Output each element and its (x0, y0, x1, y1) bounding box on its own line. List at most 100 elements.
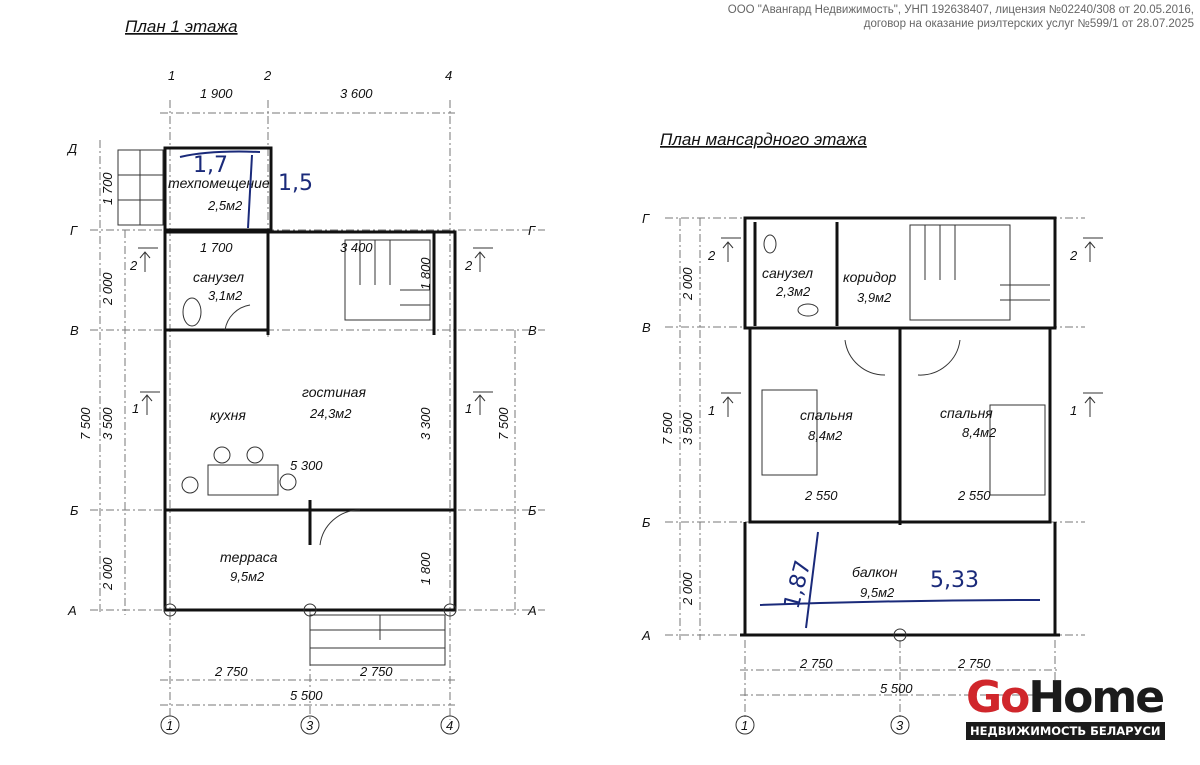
dimension: 2 750 (799, 656, 833, 671)
logo-wordmark: GoHome (966, 676, 1165, 720)
dimension: 5 300 (290, 458, 323, 473)
dimension: 5 500 (290, 688, 323, 703)
room-name: техпомещение (168, 175, 270, 191)
handwritten-measure-lines (759, 531, 1041, 629)
axis-label: 1 (168, 68, 175, 83)
section-arrow-icon (721, 237, 741, 262)
license-text: ООО "Авангард Недвижимость", УНП 1926384… (728, 3, 1194, 31)
dimension: 2 750 (957, 656, 991, 671)
axis-label: В (70, 323, 79, 338)
dimension: 2 000 (680, 267, 695, 301)
axis-label: 2 (263, 68, 272, 83)
dimension: 3 300 (418, 407, 433, 440)
axis-label: 4 (445, 68, 452, 83)
room-name: санузел (762, 265, 813, 281)
section-arrow-icon (140, 391, 160, 415)
dimension: 7 500 (496, 407, 511, 440)
room-area: 8,4м2 (962, 425, 997, 440)
axis-label: А (527, 603, 537, 618)
axis-label: Г (70, 223, 78, 238)
floor2-title: План мансардного этажа (660, 130, 867, 149)
dimension: 2 550 (804, 488, 838, 503)
room-area: 2,3м2 (775, 284, 811, 299)
section-arrow-icon (138, 247, 158, 272)
license-line-1: ООО "Авангард Недвижимость", УНП 1926384… (727, 4, 1194, 16)
axis-label: 4 (446, 718, 453, 733)
room-area: 9,5м2 (230, 569, 265, 584)
floor1-walls (117, 146, 457, 666)
axis-label: Д (66, 141, 77, 156)
dimension: 3 500 (100, 407, 115, 440)
room-area: 3,9м2 (857, 290, 892, 305)
room-name: балкон (852, 564, 898, 580)
axis-label: 1 (741, 718, 748, 733)
dimension: 3 500 (680, 412, 695, 445)
floor2-plan: План мансардного этажа (641, 130, 1103, 735)
section-mark: 2 (1069, 248, 1078, 263)
section-mark: 1 (708, 403, 715, 418)
dimension: 3 400 (340, 240, 373, 255)
section-mark: 1 (465, 401, 472, 416)
room-name: спальня (800, 407, 853, 423)
section-arrow-icon (1083, 392, 1103, 417)
handwritten-width: 1,7 (193, 153, 228, 178)
floor2-walls (740, 216, 1060, 642)
section-mark: 2 (129, 258, 138, 273)
room-name: терраса (220, 549, 278, 565)
dimension: 3 600 (340, 86, 373, 101)
section-mark: 2 (707, 248, 716, 263)
axis-label: Б (70, 503, 79, 518)
license-line-2: договор на оказание риэлтерских услуг №5… (863, 18, 1194, 30)
dimension: 7 500 (660, 412, 675, 445)
section-arrow-icon (473, 247, 493, 272)
dimension: 1 900 (200, 86, 233, 101)
axis-label: В (642, 320, 651, 335)
axis-label: Г (528, 223, 536, 238)
logo-home: Home (1028, 672, 1165, 723)
axis-label: Г (642, 211, 650, 226)
room-area: 2,5м2 (207, 198, 243, 213)
axis-label: 3 (896, 718, 904, 733)
axis-label: А (67, 603, 77, 618)
section-mark: 2 (464, 258, 473, 273)
section-mark: 1 (1070, 403, 1077, 418)
section-arrow-icon (721, 392, 741, 417)
room-area: 24,3м2 (309, 406, 352, 421)
room-name: санузел (193, 269, 244, 285)
handwritten-width: 5,33 (930, 568, 979, 593)
dimension: 2 000 (680, 572, 695, 606)
dimension: 2 750 (359, 664, 393, 679)
room-area: 9,5м2 (860, 585, 895, 600)
dimension: 2 550 (957, 488, 991, 503)
axis-label: В (528, 323, 537, 338)
axis-label: 1 (166, 718, 173, 733)
dimension: 1 800 (418, 552, 433, 585)
room-name: гостиная (302, 384, 366, 400)
dimension: 2 750 (214, 664, 248, 679)
logo-tagline: НЕДВИЖИМОСТЬ БЕЛАРУСИ (966, 722, 1165, 740)
room-name: кухня (210, 407, 246, 423)
dimension: 2 000 (100, 557, 115, 591)
dimension: 1 700 (200, 240, 233, 255)
axis-label: Б (642, 515, 651, 530)
logo-go: Go (966, 672, 1030, 723)
dimension: 5 500 (880, 681, 913, 696)
dimension: 2 000 (100, 272, 115, 306)
room-name: спальня (940, 405, 993, 421)
handwritten-measure-lines (179, 150, 261, 229)
section-arrow-icon (1083, 237, 1103, 262)
room-area: 8,4м2 (808, 428, 843, 443)
section-arrow-icon (473, 391, 493, 415)
dimension: 1 700 (100, 172, 115, 205)
section-mark: 1 (132, 401, 139, 416)
axis-label: 3 (306, 718, 314, 733)
axis-label: А (641, 628, 651, 643)
floor1-plan: План 1 этажа (66, 17, 545, 735)
dimension: 7 500 (78, 407, 93, 440)
gohome-logo: GoHome НЕДВИЖИМОСТЬ БЕЛАРУСИ (966, 676, 1165, 740)
handwritten-height: 1,5 (278, 171, 313, 196)
dimension: 1 800 (418, 257, 433, 290)
room-area: 3,1м2 (208, 288, 243, 303)
room-name: коридор (843, 269, 896, 285)
